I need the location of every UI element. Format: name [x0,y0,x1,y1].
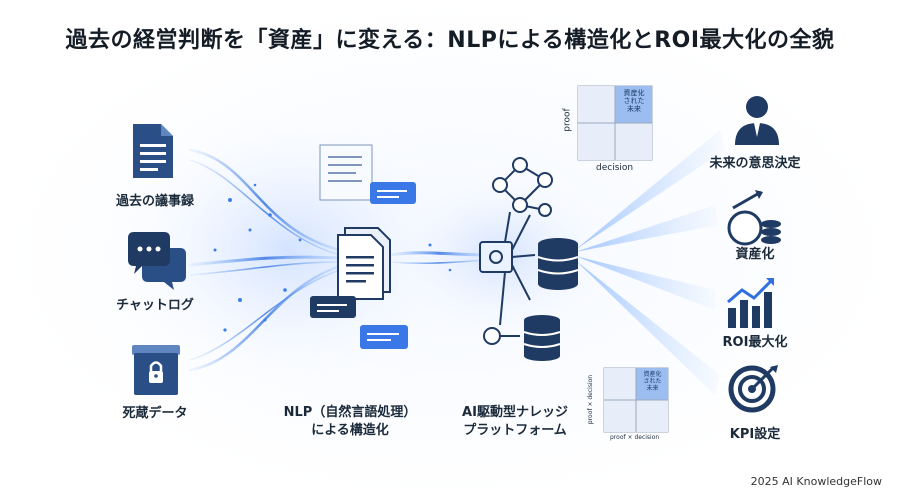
matrix-top-ylabel: proof [562,108,573,132]
source-label-minutes: 過去の議事録 [115,194,194,209]
source-label-chat: チャットログ [116,298,194,313]
chat-card-icon [310,182,416,349]
matrix-top-cell-text: 資産化 された 未来 [616,89,652,113]
outcome-label-kpi: KPI設定 [729,427,781,442]
outcome-rays [575,130,725,395]
nlp-label-line2: による構造化 [311,423,389,438]
matrix-top [577,85,653,161]
locked-box-icon [132,345,180,395]
source-label-dead-data: 死蔵データ [122,406,188,421]
matrix-bottom-cell-line2: された [643,378,662,385]
nlp-label-line1: NLP（自然言語処理） [283,405,417,420]
matrix-bottom [603,367,669,433]
platform-label-line1: AI駆動型ナレッジ [462,405,568,420]
platform-label: AI駆動型ナレッジ プラットフォーム [450,404,580,440]
outcome-label-decision: 未来の意思決定 [709,156,801,171]
matrix-bottom-cell-text: 資産化 された 未来 [637,371,668,392]
matrix-bottom-cell-line1: 資産化 [643,371,662,378]
growth-chart-icon [727,278,774,328]
database-icon [523,238,579,361]
chat-bubbles-icon [128,232,186,290]
matrix-top-cell-line3: 未来 [627,105,641,113]
footer-credit: 2025 AI KnowledgeFlow [750,475,882,488]
outcome-label-asset: 資産化 [735,247,775,262]
matrix-top-xlabel: decision [596,163,634,173]
nlp-cluster [310,144,416,349]
outcome-label-roi: ROI最大化 [722,335,788,350]
source-streams [188,148,490,372]
business-person-icon [735,96,779,145]
dollar-coins-icon [727,190,781,246]
document-stack-icon [319,144,391,300]
document-icon [133,124,173,178]
matrix-top-cell-line2: された [623,97,645,105]
matrix-bottom-cell-line3: 未来 [646,385,659,392]
matrix-top-cell-line1: 資産化 [623,89,645,97]
matrix-bottom-xlabel: proof × decision [610,434,660,441]
particles [213,183,452,332]
platform-cluster [479,157,553,345]
nlp-label: NLP（自然言語処理） による構造化 [275,404,425,440]
page-title: 過去の経営判断を「資産」に変える：NLPによる構造化とROI最大化の全貌 [65,28,835,53]
platform-label-line2: プラットフォーム [463,423,567,438]
target-icon [728,365,778,413]
matrix-bottom-ylabel: proof × decision [587,374,595,425]
